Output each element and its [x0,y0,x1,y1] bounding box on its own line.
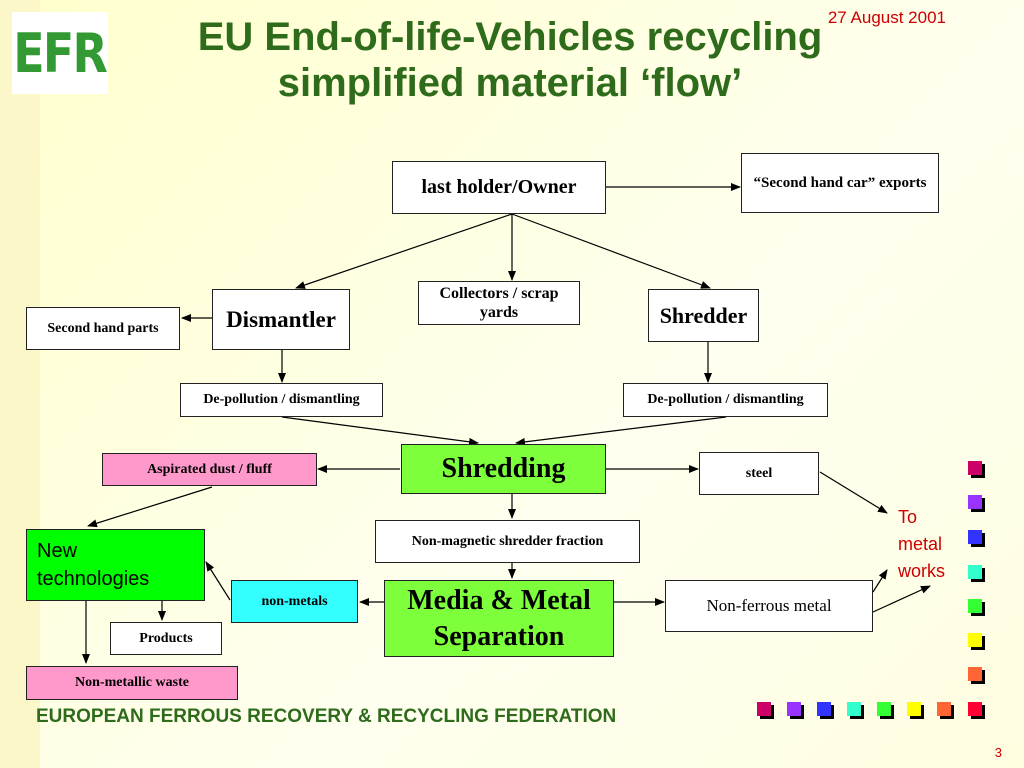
title-line-2: simplified material ‘flow’ [277,61,743,105]
arrow-steel-metalworks [819,471,888,514]
exports-box: “Second hand car” exports [741,153,939,213]
decor-square [968,530,982,544]
products-box: Products [110,622,222,655]
steel-label: steel [745,465,773,481]
decor-square [968,565,982,579]
media-metal-separation-label: Media & Metal Separation [407,584,591,652]
arrow-depollution-left-shredding [281,416,479,446]
products-label: Products [139,630,193,646]
shredding-box: Shredding [401,444,606,494]
arrow-depollution-right-shredding [515,416,727,446]
second-hand-parts-label: Second hand parts [47,320,159,336]
depollution-left-box: De-pollution / dismantling [180,383,383,417]
depollution-right-box: De-pollution / dismantling [623,383,828,417]
aspirated-dust-box: Aspirated dust / fluff [102,453,317,486]
to-metal-works-text: To metal works [898,507,946,581]
shredder-label: Shredder [659,302,748,328]
collectors-label: Collectors / scrap yards [439,285,559,321]
arrow-owner-shredder [511,213,711,289]
collectors-box: Collectors / scrap yards [418,281,580,325]
arrow-nonferrous-metalworks-1 [872,569,888,593]
arrow-owner-dismantler [295,213,513,289]
title-line-1: EU End-of-life-Vehicles recycling [197,15,823,59]
to-metal-works-label: To metal works [898,504,962,585]
decor-square [968,633,982,647]
arrow-nonmetals-newtech [205,561,231,601]
non-metals-box: non-metals [231,580,358,623]
decor-square [937,702,951,716]
arrow-nonferrous-metalworks-2 [872,585,931,613]
decor-square [847,702,861,716]
dismantler-label: Dismantler [226,306,336,332]
depollution-right-label: De-pollution / dismantling [647,392,804,407]
non-metallic-waste-label: Non-metallic waste [75,675,189,690]
dismantler-box: Dismantler [212,289,350,350]
footer-organization: EUROPEAN FERROUS RECOVERY & RECYCLING FE… [36,706,617,727]
non-magnetic-box: Non-magnetic shredder fraction [375,520,640,563]
decor-square [757,702,771,716]
page-number: 3 [994,745,1002,760]
slide-title: EU End-of-life-Vehicles recycling simpli… [150,14,870,106]
new-technologies-label: New technologies [37,540,150,590]
shredder-box: Shredder [648,289,759,342]
new-technologies-box: New technologies [26,529,205,601]
decor-square [968,461,982,475]
decor-square [787,702,801,716]
decor-square [817,702,831,716]
arrow-aspirated-newtech [87,486,213,528]
decor-square [968,702,982,716]
non-magnetic-label: Non-magnetic shredder fraction [411,533,604,549]
non-ferrous-box: Non-ferrous metal [665,580,873,632]
non-metallic-waste-box: Non-metallic waste [26,666,238,700]
steel-box: steel [699,452,819,495]
non-metals-label: non-metals [261,593,328,609]
owner-label: last holder/Owner [421,176,577,198]
logo-text: EFR [13,21,109,85]
decor-square [968,495,982,509]
decor-square [968,667,982,681]
depollution-left-label: De-pollution / dismantling [203,392,360,407]
decor-square [877,702,891,716]
media-metal-separation-box: Media & Metal Separation [384,580,614,657]
left-band [0,0,40,768]
decor-square [968,599,982,613]
non-ferrous-label: Non-ferrous metal [706,596,832,615]
efr-logo: EFR [12,12,108,94]
aspirated-dust-label: Aspirated dust / fluff [147,461,272,477]
decor-square [907,702,921,716]
exports-label: “Second hand car” exports [753,174,927,191]
second-hand-parts-box: Second hand parts [26,307,180,350]
shredding-label: Shredding [441,453,566,484]
owner-box: last holder/Owner [392,161,606,214]
slide-date: 27 August 2001 [827,8,946,27]
